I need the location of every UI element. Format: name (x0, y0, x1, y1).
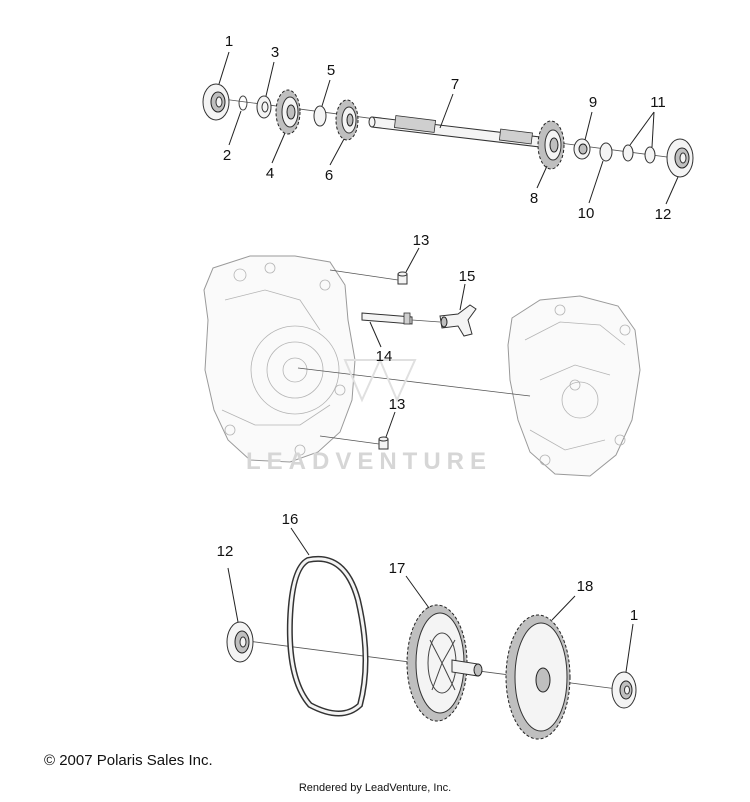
housing-assembly: 13 13 14 15 (203, 232, 641, 477)
part-17-sprocket (406, 604, 483, 722)
callout-17: 17 (389, 560, 406, 577)
part-18-gear (505, 614, 571, 740)
callout-3: 3 (271, 44, 279, 61)
part-7-shaft (368, 115, 541, 148)
part-15-shift-fork (439, 304, 477, 337)
callout-1-lower: 1 (630, 607, 638, 624)
part-6-gear (335, 99, 359, 141)
callout-12-lower: 12 (217, 543, 234, 560)
part-16-chain (286, 555, 369, 717)
part-13-dowel-bottom (378, 436, 389, 450)
drive-assembly: 12 16 17 18 1 (217, 511, 638, 740)
callout-6: 6 (325, 167, 333, 184)
watermark: LEADVENTURE (246, 448, 493, 475)
callout-13-top: 13 (413, 232, 430, 249)
callout-15: 15 (459, 268, 476, 285)
callout-1: 1 (225, 33, 233, 50)
part-2-ring (238, 95, 248, 111)
part-5-washer (313, 105, 327, 127)
part-3-washer (256, 95, 272, 119)
callout-11: 11 (650, 94, 666, 111)
callout-16: 16 (282, 511, 299, 528)
rendered-by-text: Rendered by LeadVenture, Inc. (298, 782, 452, 794)
callout-8: 8 (530, 190, 538, 207)
part-1-bearing (202, 83, 230, 121)
copyright-text: © 2007 Polaris Sales Inc. (44, 752, 213, 769)
part-12-bearing (666, 138, 694, 178)
part-8-gear (537, 120, 565, 170)
callout-13-bottom: 13 (389, 396, 406, 413)
callout-14: 14 (376, 348, 393, 365)
shaft-assembly: 1 2 3 4 5 6 7 8 9 10 11 12 (202, 33, 694, 223)
part-14-shift-shaft (361, 312, 413, 325)
part-9-bushing (573, 138, 591, 160)
callout-10: 10 (578, 205, 595, 222)
callout-9: 9 (589, 94, 597, 111)
part-10-ring (599, 142, 613, 162)
callout-2: 2 (223, 147, 231, 164)
callout-4: 4 (266, 165, 274, 182)
part-11-ring-b (644, 146, 656, 164)
part-4-gear (275, 89, 301, 135)
part-13-dowel-top (397, 271, 408, 285)
right-housing (507, 295, 641, 477)
callout-7: 7 (451, 76, 459, 93)
callout-12: 12 (655, 206, 672, 223)
part-11-ring-a (622, 144, 634, 162)
left-housing (203, 255, 356, 463)
part-12-bearing-lower (226, 621, 254, 663)
callout-18: 18 (577, 578, 594, 595)
part-1-bearing-lower (611, 671, 637, 709)
callout-5: 5 (327, 62, 335, 79)
watermark-logo (343, 359, 417, 403)
